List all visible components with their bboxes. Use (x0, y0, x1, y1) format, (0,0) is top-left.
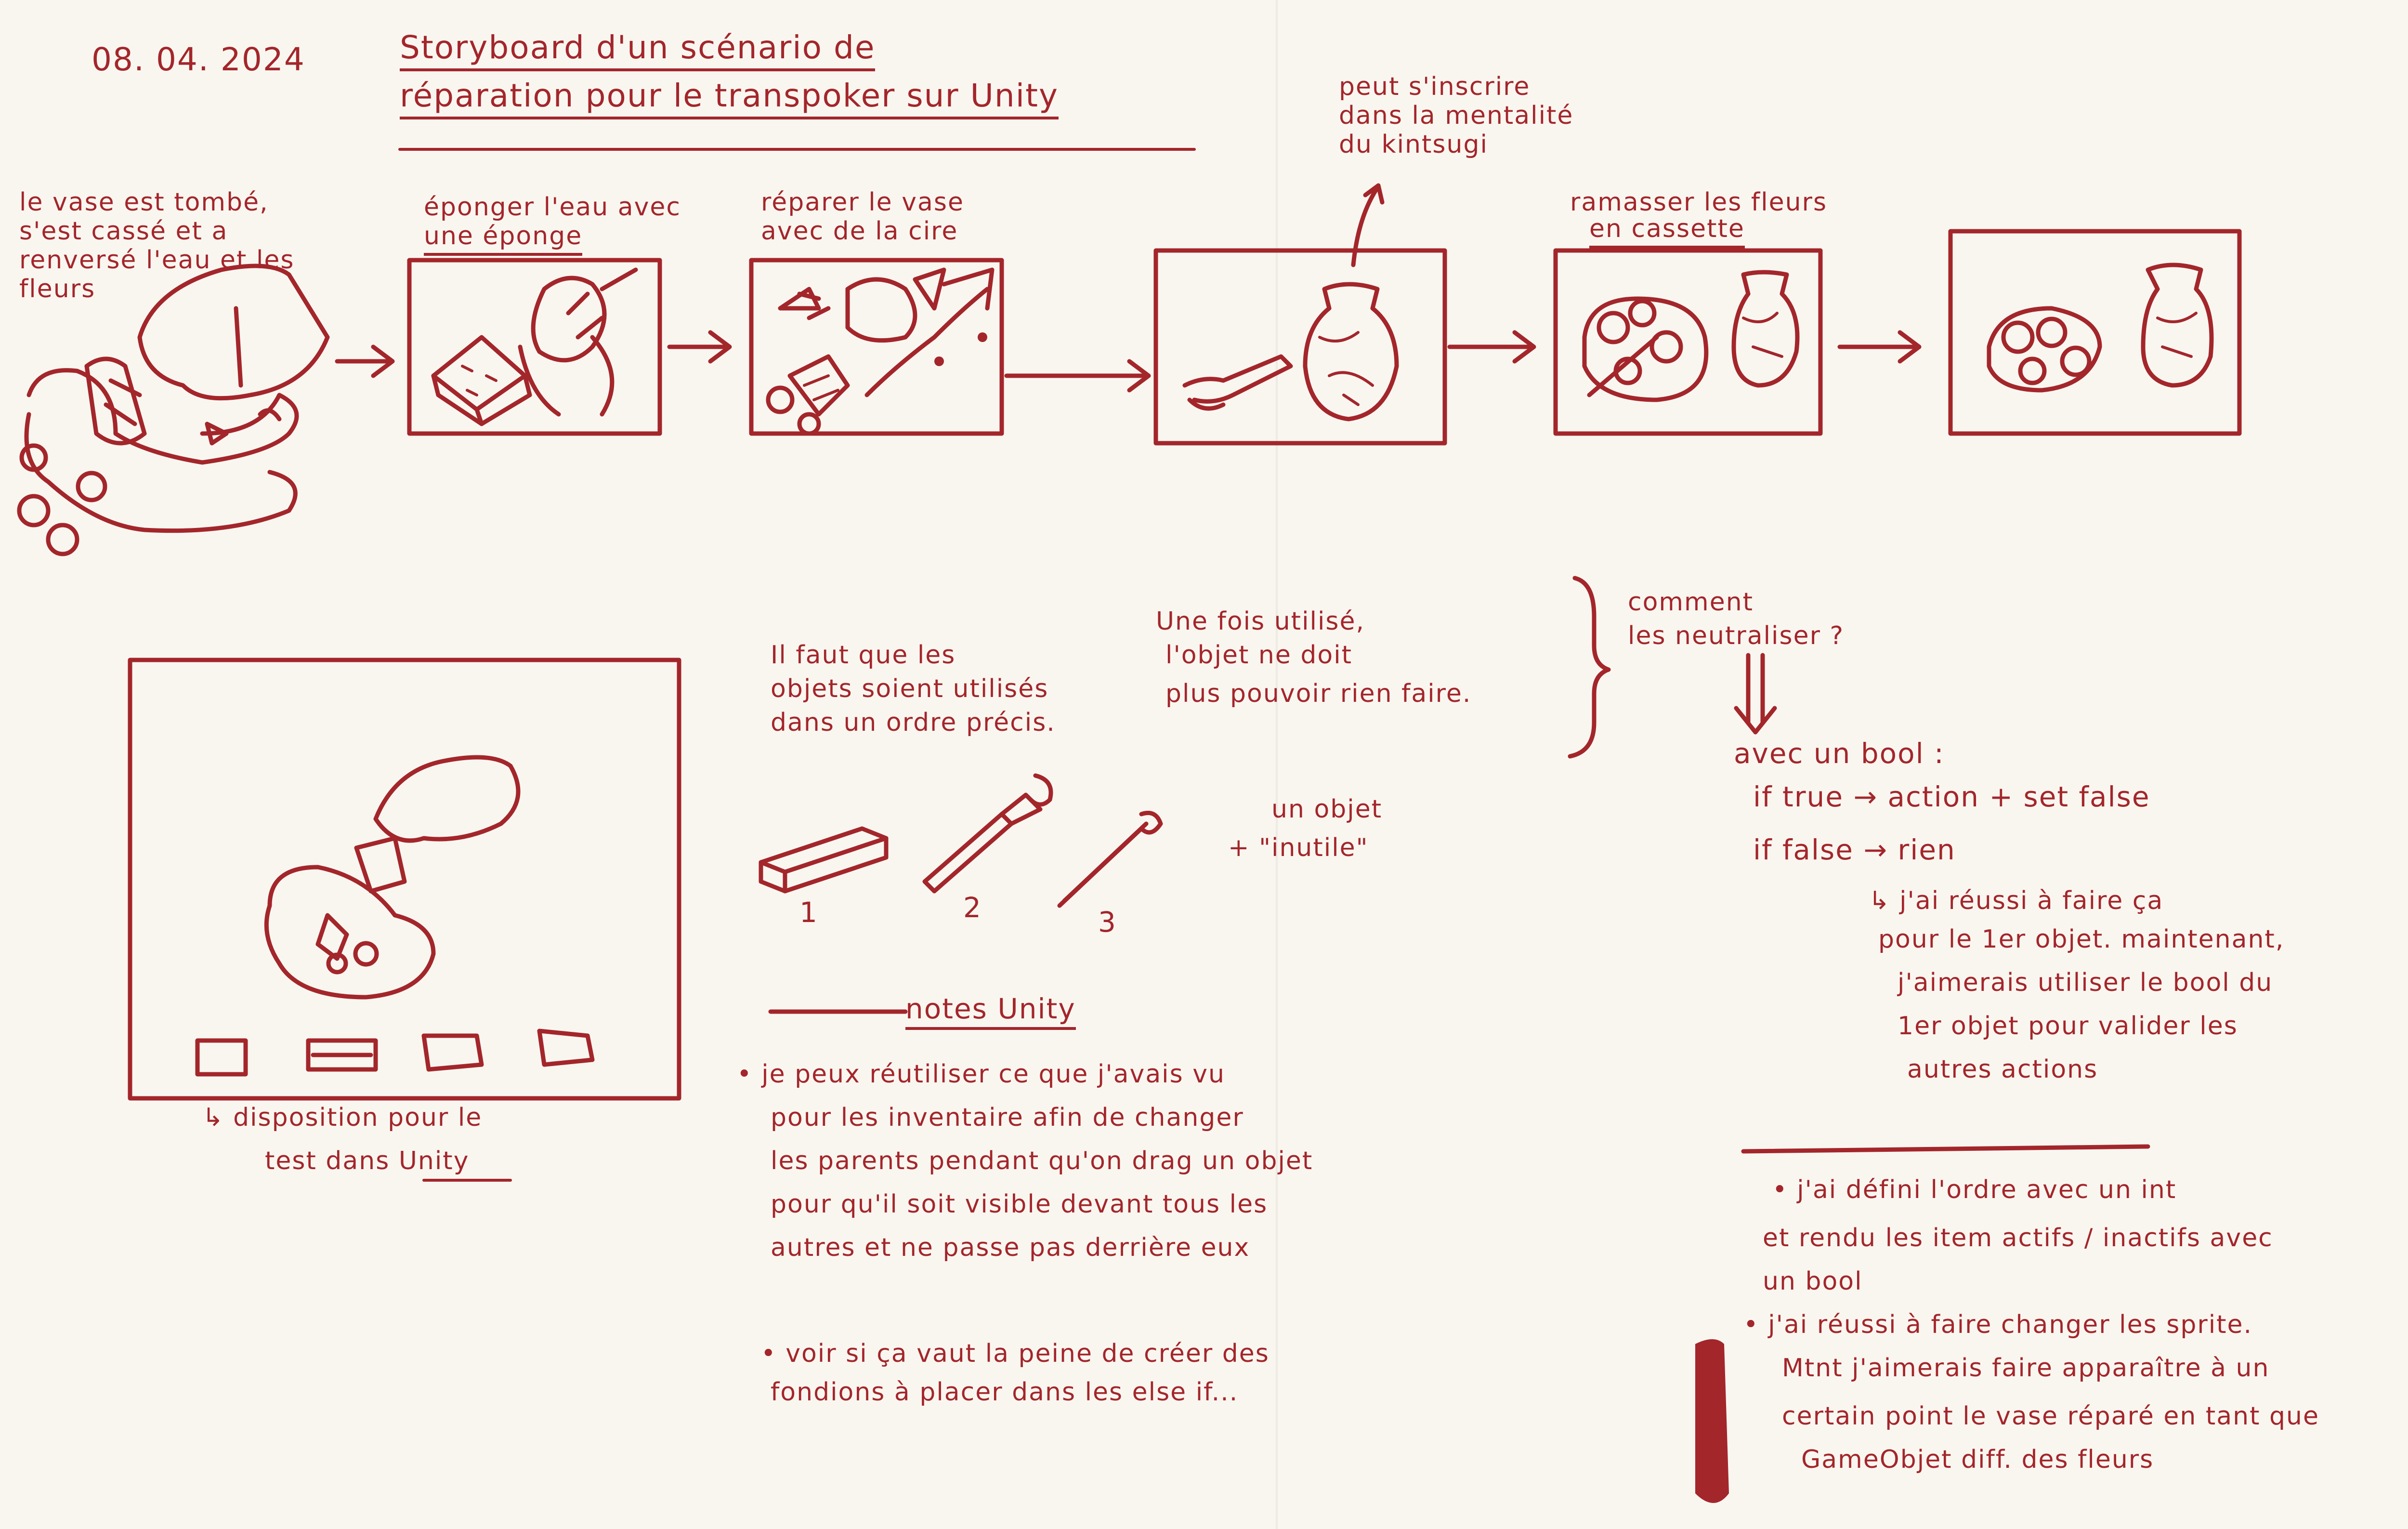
frame-wax-repair (749, 258, 1004, 436)
frame-final (1948, 229, 2242, 436)
frame-sponge (407, 258, 662, 436)
object-label-2: 2 (963, 891, 982, 924)
logic-if-true: if true → action + set false (1753, 780, 2150, 813)
fallen-vase-sketch (17, 264, 330, 556)
frame-kintsugi (1153, 183, 1447, 446)
object-label-1: 1 (799, 896, 818, 929)
logic-bool-line: avec un bool : (1734, 737, 1945, 770)
brace (1568, 576, 1611, 759)
object-1-sponge (759, 826, 889, 894)
ink-blot (1695, 1339, 1729, 1503)
page-title-line2: réparation pour le transpoker sur Unity (400, 77, 1059, 119)
arrow-1 (335, 344, 395, 378)
logic-if-false: if false → rien (1753, 833, 1956, 866)
object-3-wax (1057, 811, 1163, 908)
page-title-line1: Storyboard d'un scénario de (400, 29, 876, 71)
arrow-4 (1447, 330, 1536, 364)
frame-flowers (1553, 248, 1823, 436)
down-arrow (1734, 653, 1777, 735)
object-label-3: 3 (1098, 906, 1117, 938)
object-2-brush (922, 773, 1053, 894)
paper-fold (1275, 0, 1278, 1529)
progress-separator (1741, 1144, 2150, 1154)
arrow-2 (667, 330, 732, 364)
notes-unity-heading: notes Unity (905, 992, 1076, 1030)
date-label: 08. 04. 2024 (92, 41, 305, 78)
arrow-3 (1004, 359, 1151, 393)
arrow-5 (1837, 330, 1922, 364)
unity-test-frame (128, 658, 681, 1101)
